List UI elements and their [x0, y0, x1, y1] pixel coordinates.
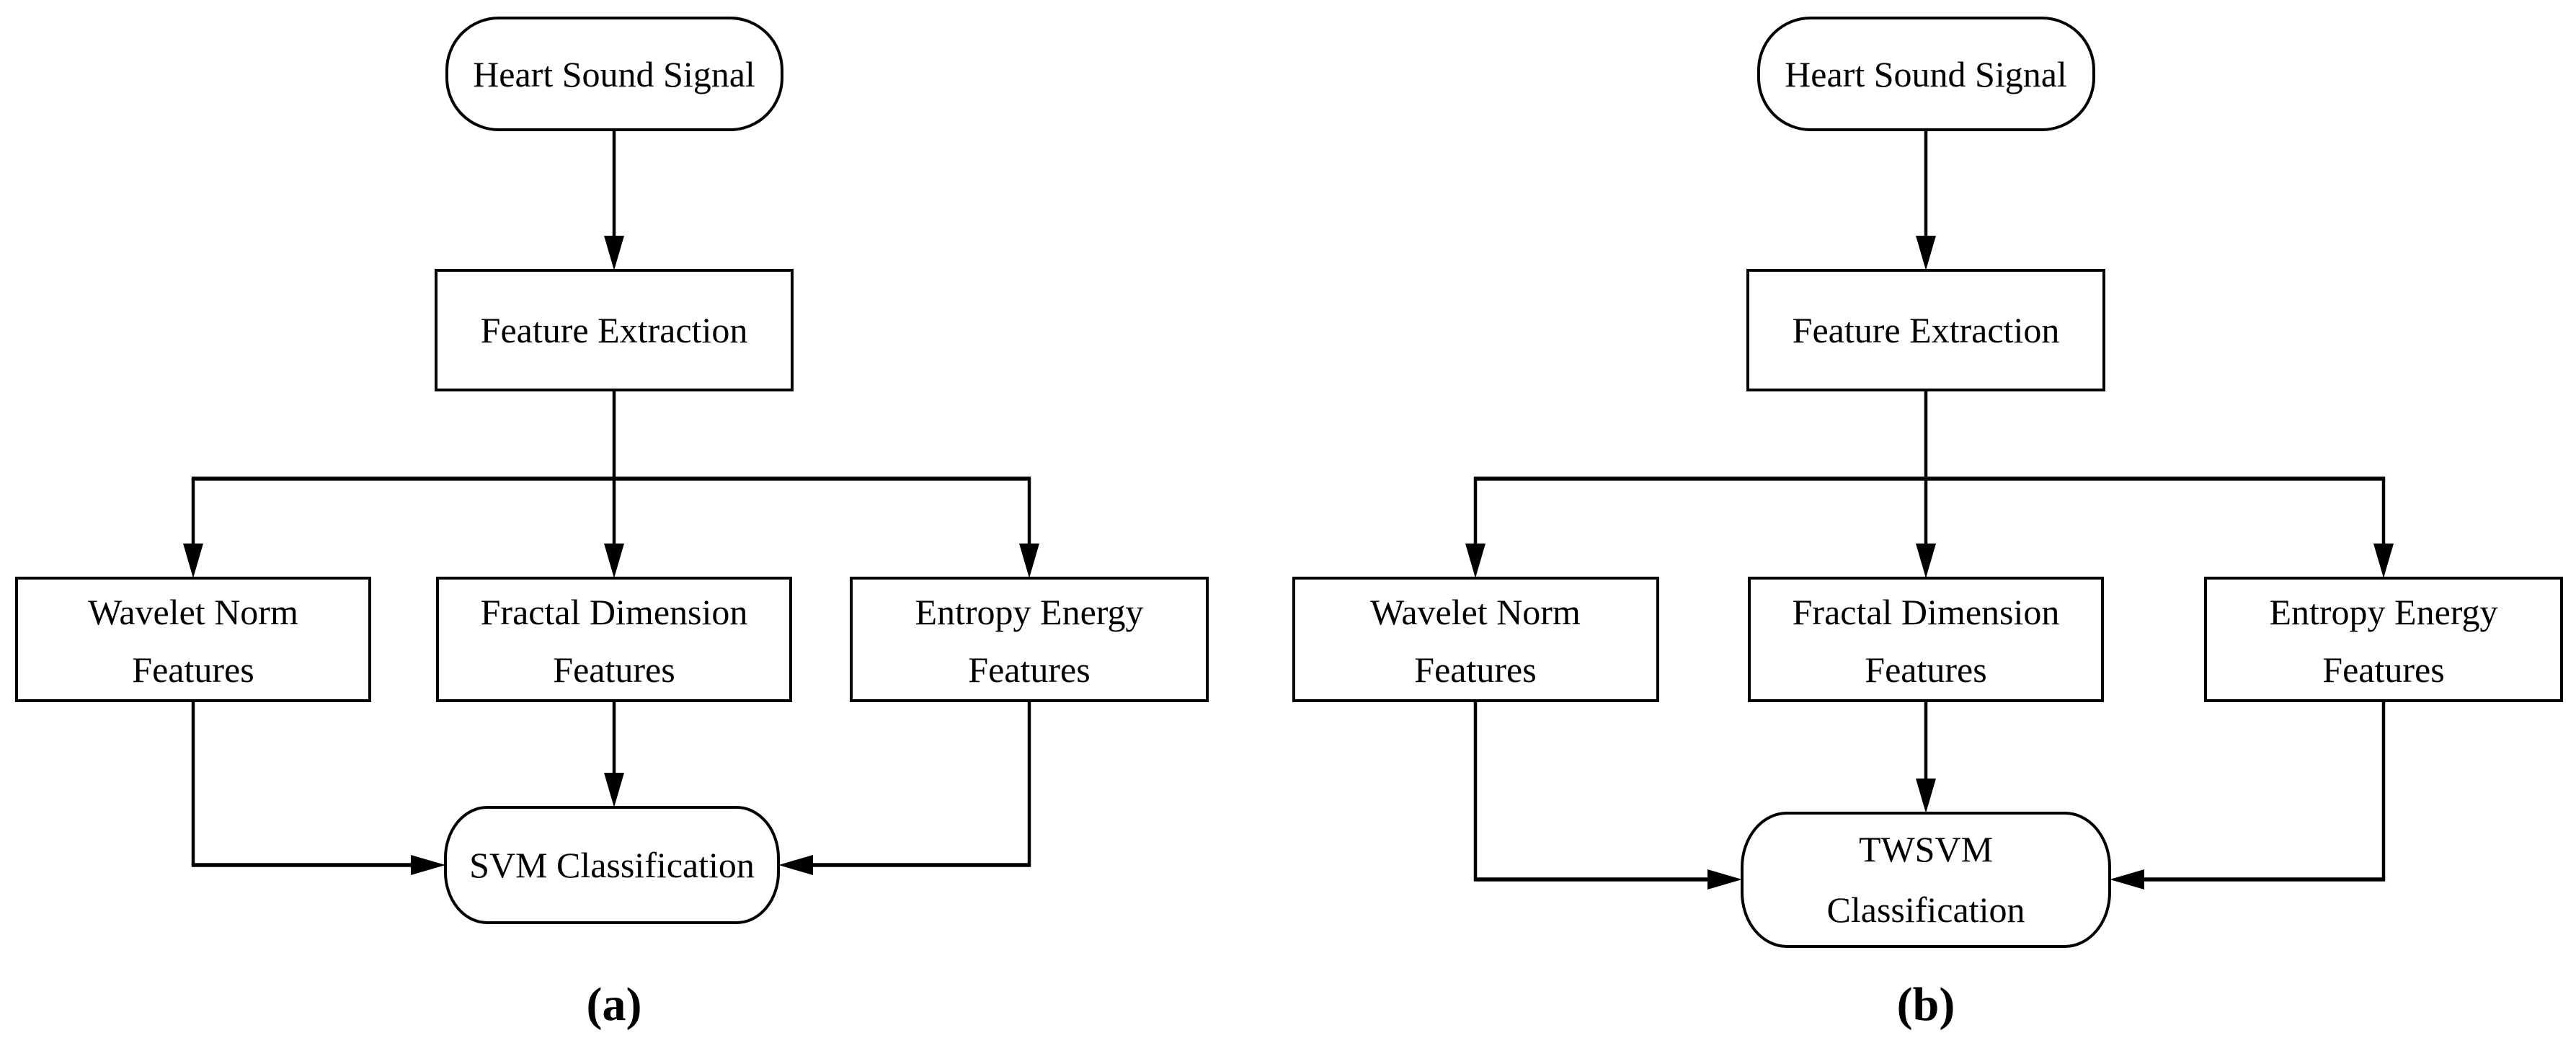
node-twsvm-classification-label-line1: TWSVM [1859, 829, 1993, 869]
caption-a: (a) [587, 978, 642, 1031]
caption-b: (b) [1897, 978, 1955, 1031]
arrowhead-into-extraction [1916, 236, 1936, 270]
node-heart-sound-signal-label: Heart Sound Signal [473, 54, 755, 94]
node-feature-extraction [435, 269, 794, 391]
arrowhead-fractal-into-classifier [604, 773, 624, 807]
arrowhead-into-fractal [604, 544, 624, 578]
node-entropy-energy-label-line2: Features [968, 649, 1090, 690]
node-feature-extraction-label: Feature Extraction [481, 310, 748, 350]
node-entropy-energy-features [2204, 577, 2563, 702]
arrowhead-into-extraction [604, 236, 624, 270]
arrowhead-into-wavelet [1465, 544, 1485, 578]
node-twsvm-classification-label-line2: Classification [1827, 890, 2025, 930]
arrowhead-entropy-into-classifier [778, 855, 813, 875]
arrowhead-into-wavelet [183, 544, 203, 578]
arrowhead-entropy-into-classifier [2110, 869, 2144, 890]
node-wavelet-norm-label-line2: Features [132, 649, 254, 690]
node-wavelet-norm-label-line1: Wavelet Norm [1370, 592, 1581, 632]
node-fractal-dimension-label-line2: Features [553, 649, 675, 690]
node-fractal-dimension-label-line2: Features [1865, 649, 1986, 690]
flowchart-panel-a: Heart Sound Signal Feature Extraction Wa… [15, 17, 1209, 1031]
node-svm-classification-label: SVM Classification [469, 845, 755, 885]
node-fractal-dimension-label-line1: Fractal Dimension [1793, 592, 2060, 632]
node-svm-classification [444, 806, 780, 924]
node-wavelet-norm-label-line2: Features [1414, 649, 1536, 690]
node-twsvm-classification [1741, 812, 2111, 948]
arrowhead-wavelet-into-classifier [1707, 869, 1742, 890]
node-wavelet-norm-features [1292, 577, 1659, 702]
node-heart-sound-signal-label: Heart Sound Signal [1785, 54, 2067, 94]
node-fractal-dimension-label-line1: Fractal Dimension [481, 592, 748, 632]
flowchart-panel-b: Heart Sound Signal Feature Extraction Wa… [1292, 17, 2563, 1031]
arrowhead-into-entropy [1019, 544, 1039, 578]
node-entropy-energy-label-line1: Entropy Energy [2269, 592, 2497, 632]
arrowhead-into-entropy [2373, 544, 2394, 578]
node-entropy-energy-label-line2: Features [2322, 649, 2444, 690]
arrowhead-wavelet-into-classifier [411, 855, 445, 875]
arrowhead-into-fractal [1916, 544, 1936, 578]
node-entropy-energy-label-line1: Entropy Energy [915, 592, 1143, 632]
node-wavelet-norm-label-line1: Wavelet Norm [88, 592, 298, 632]
node-feature-extraction [1746, 269, 2105, 391]
arrowhead-fractal-into-classifier [1916, 779, 1936, 813]
node-feature-extraction-label: Feature Extraction [1793, 310, 2060, 350]
